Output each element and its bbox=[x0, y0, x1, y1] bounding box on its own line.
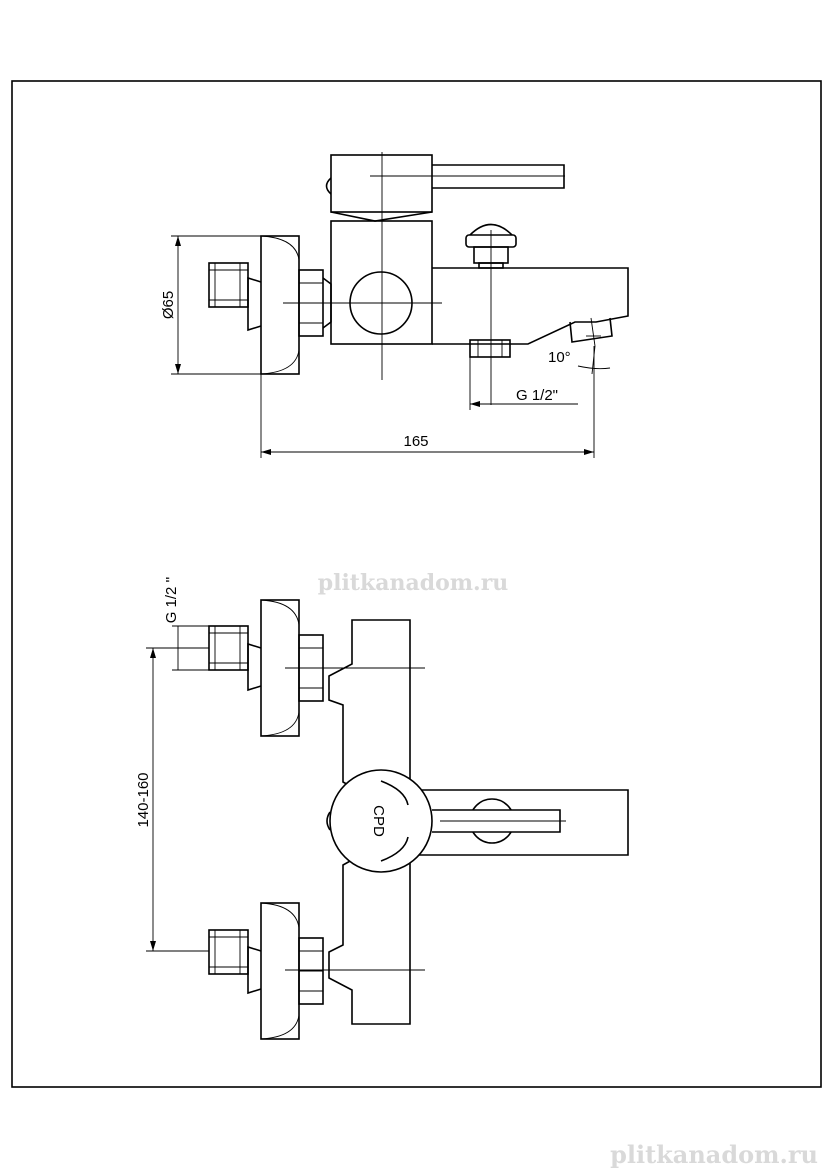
spacing-label: 140-160 bbox=[135, 772, 152, 827]
thread-top-label: G 1/2" bbox=[516, 387, 558, 404]
eccentric-union bbox=[208, 262, 249, 308]
front-handle-arm bbox=[418, 789, 629, 856]
bottom-outlet bbox=[469, 339, 511, 358]
handle-lever bbox=[432, 164, 565, 189]
front-cartridge bbox=[329, 769, 433, 873]
drawing-border bbox=[11, 80, 822, 1088]
watermark-corner: plitkanadom.ru bbox=[610, 1140, 818, 1169]
upper-flange bbox=[260, 599, 300, 737]
mixer-body bbox=[330, 220, 433, 345]
wall-flange bbox=[260, 235, 300, 375]
spout bbox=[432, 267, 629, 345]
watermark-center: plitkanadom.ru bbox=[318, 570, 509, 596]
lower-flange bbox=[260, 902, 300, 1040]
handle-block bbox=[330, 154, 433, 213]
front-body bbox=[328, 619, 411, 1025]
front-view: CPD G 1/2 '' bbox=[135, 577, 629, 1040]
thread-side-label: G 1/2 '' bbox=[163, 577, 180, 624]
lower-union bbox=[208, 929, 249, 975]
angle-label: 10° bbox=[548, 349, 571, 366]
side-view: Ø65 10° G 1/2" 165 bbox=[160, 152, 629, 458]
width-label: 165 bbox=[403, 433, 428, 450]
cartridge-label: CPD bbox=[370, 805, 387, 837]
diameter-label: Ø65 bbox=[160, 291, 177, 319]
